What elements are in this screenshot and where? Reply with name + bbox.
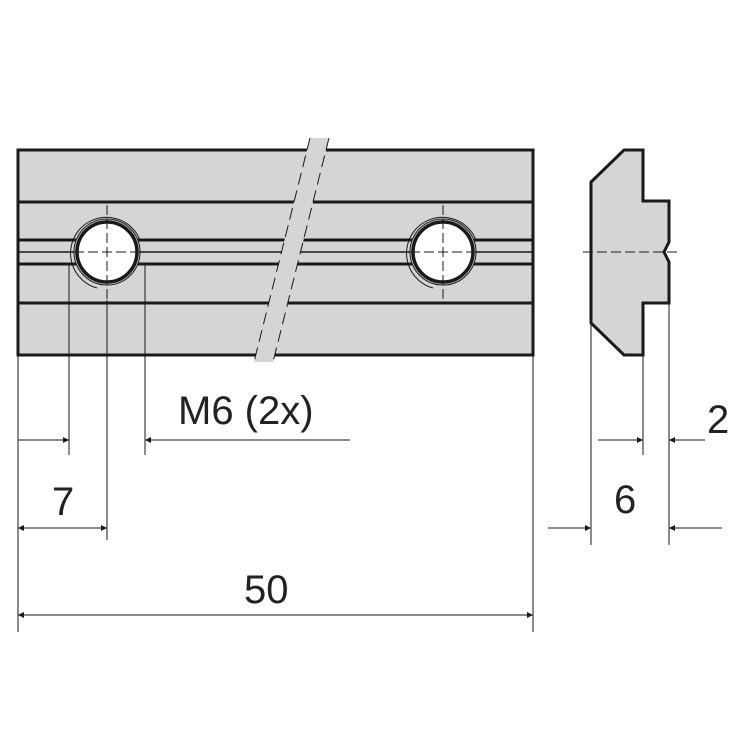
dimension-lines	[18, 437, 722, 618]
front-view	[16, 137, 535, 363]
break-band	[254, 138, 329, 362]
length-label: 50	[244, 568, 289, 612]
hole-offset-label: 7	[52, 480, 74, 524]
extension-lines	[17, 265, 670, 632]
side-view	[583, 148, 680, 357]
thread-label: M6 (2x)	[178, 389, 314, 433]
step-label: 2	[707, 398, 729, 442]
width-label: 6	[614, 478, 636, 522]
